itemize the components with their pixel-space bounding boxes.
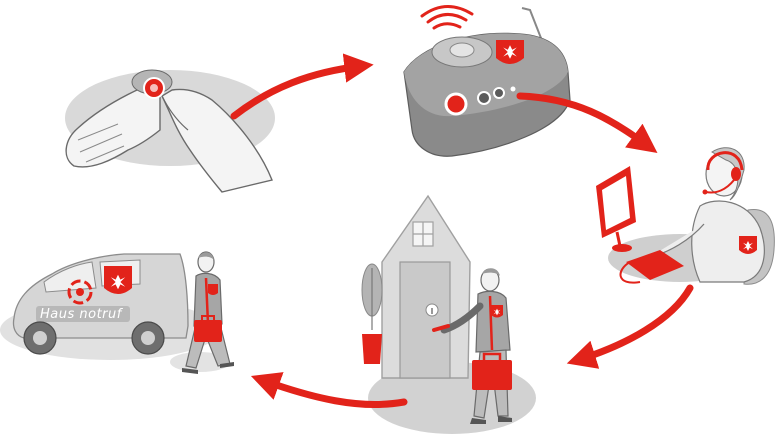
- paramedic-with-key: [432, 268, 512, 424]
- medical-case-icon: [472, 360, 512, 390]
- van-logo-swirl: [67, 279, 93, 305]
- step-emergency-van: Haus notruf: [0, 253, 220, 360]
- key-icon: [432, 324, 450, 332]
- maltese-cross-badge: [496, 40, 524, 64]
- house-window: [412, 221, 434, 247]
- pressing-hand: [161, 88, 273, 193]
- step-call-center-operator: [596, 147, 775, 285]
- monitor-icon: [596, 166, 636, 252]
- paramedic-walking: [170, 251, 234, 374]
- van-maltese-badge: [104, 266, 132, 294]
- headset-icon: [706, 151, 744, 171]
- signal-waves-icon: [420, 5, 474, 30]
- keyboard-icon: [626, 250, 684, 280]
- operator-torso: [691, 200, 765, 283]
- step-house-visit: [361, 194, 536, 434]
- medical-case-icon: [194, 320, 222, 342]
- arrow-step2-to-step3: [516, 92, 658, 153]
- step-press-wrist-button: [65, 69, 275, 193]
- arrow-step1-to-step2: [230, 53, 374, 120]
- arrow-step3-to-step4: [566, 284, 694, 369]
- step-base-station: [403, 5, 571, 157]
- van-lettering: Haus notruf: [40, 307, 124, 322]
- house-door: [399, 261, 451, 379]
- potted-plant: [361, 263, 383, 364]
- resting-hand: [65, 78, 161, 168]
- red-alarm-button: [444, 92, 468, 116]
- arrow-step4-to-step5: [250, 372, 408, 409]
